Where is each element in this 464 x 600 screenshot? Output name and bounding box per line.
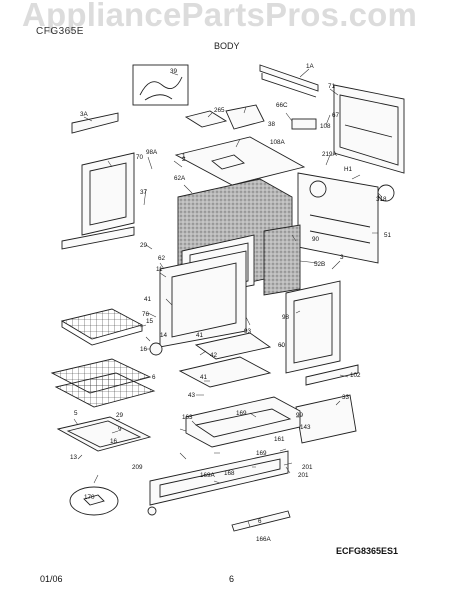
oven-bottom: [178, 356, 272, 388]
broiler-pan: [60, 308, 144, 346]
part-label: 169: [256, 450, 267, 457]
part-label: 16: [110, 438, 118, 445]
rail-102-right: [305, 364, 359, 386]
part-label: 93: [244, 328, 252, 335]
part-label: 71: [328, 83, 336, 90]
part-label: 37: [140, 189, 148, 196]
part-label: 67: [332, 112, 340, 119]
watermark: AppliancePartsPros.com: [22, 0, 418, 33]
part-label: 42: [210, 352, 218, 359]
section-title: BODY: [214, 41, 240, 51]
kit-170: [69, 486, 119, 516]
part-label: 98A: [146, 149, 158, 156]
exploded-parts-diagram: 1A 71 39 265 66C 108 67 3A 38 108A 1 70 …: [50, 63, 405, 543]
part-label: 5: [74, 410, 78, 417]
part-label: 38: [268, 121, 276, 128]
part-label: 219A: [322, 151, 338, 158]
part-label: 16: [140, 346, 148, 353]
part-label: 1: [182, 153, 186, 160]
rear-service-panel: [297, 172, 395, 264]
part-label: 99: [296, 412, 304, 419]
top-insulation: [184, 110, 228, 128]
part-label: 29: [140, 242, 148, 249]
cooktop-panel: [174, 136, 306, 186]
model-number: CFG365E: [36, 26, 84, 37]
diagram-reference-code: ECFG8365ES1: [336, 546, 399, 556]
part-label: 76: [142, 311, 150, 318]
part-label: 3A: [80, 111, 89, 118]
part-label: 318: [376, 196, 387, 203]
part-label: 43: [188, 392, 196, 399]
part-label: 209: [132, 464, 143, 471]
drawer-front: [149, 450, 289, 506]
part-label: 13: [70, 454, 78, 461]
vent-duct: [225, 104, 265, 130]
part-label: 169: [236, 410, 247, 417]
part-labels: 1A 71 39 265 66C 108 67 3A 38 108A 1 70 …: [70, 63, 392, 543]
part-label: H1: [344, 166, 353, 173]
lower-panel-33: [295, 394, 357, 444]
drawer-rail: [231, 510, 291, 532]
part-label: 11: [156, 266, 163, 273]
part-label: 143: [300, 424, 311, 431]
part-label: 66C: [276, 102, 288, 109]
part-label: 14: [160, 332, 168, 339]
part-label: 265: [214, 107, 225, 114]
part-label: 170: [84, 494, 95, 501]
oven-racks: [50, 358, 156, 408]
part-label: 201: [298, 472, 309, 479]
part-label: 9: [118, 426, 122, 433]
drawer-pan: [56, 416, 152, 452]
part-label: 102: [350, 372, 361, 379]
rear-trim: [259, 64, 319, 98]
part-label: 29: [116, 412, 124, 419]
part-label: 60: [278, 342, 286, 349]
part-label: 41: [200, 374, 208, 381]
right-side-panel: [285, 280, 341, 374]
part-label: 51: [384, 232, 392, 239]
drawer-frame: [185, 396, 301, 448]
bracket-108: [291, 118, 317, 130]
bake-burner-shield: [194, 332, 272, 360]
oven-front-frame: [159, 250, 247, 348]
back-panel: [333, 84, 405, 174]
part-label: 70: [136, 154, 144, 161]
left-side-panel: [81, 152, 135, 236]
footer-page-number: 6: [229, 574, 235, 584]
part-label: 3: [340, 254, 344, 261]
part-label: 169A: [200, 472, 216, 479]
part-label: 98: [282, 314, 290, 321]
part-label: 108A: [270, 139, 286, 146]
part-label: 166A: [256, 536, 272, 543]
part-label: 90: [312, 236, 320, 243]
rail-102-left: [61, 226, 135, 250]
part-label: 201: [302, 464, 313, 471]
part-label: 163: [182, 414, 193, 421]
part-label: 41: [196, 332, 204, 339]
part-label: 15: [146, 318, 154, 325]
page-header: CFG365E BODY: [0, 26, 464, 51]
part-label: 39: [170, 68, 178, 75]
footer-date: 01/06: [40, 574, 63, 584]
part-label: 168: [224, 470, 235, 477]
part-label: 108: [320, 123, 331, 130]
part-label: 41: [144, 296, 152, 303]
side-trim-3a: [71, 112, 119, 134]
part-label: 6: [258, 518, 262, 525]
wire-harness: [132, 64, 189, 106]
part-label: 62: [158, 255, 166, 262]
control-knob: [149, 342, 163, 356]
part-label: 62A: [174, 175, 186, 182]
part-label: 6: [152, 374, 156, 381]
part-label: 2: [182, 156, 186, 163]
part-label: 161: [274, 436, 285, 443]
leader-lines: [73, 68, 383, 528]
part-label: 1A: [306, 63, 315, 70]
part-label: 52B: [314, 261, 325, 268]
part-label: 33: [342, 394, 350, 401]
